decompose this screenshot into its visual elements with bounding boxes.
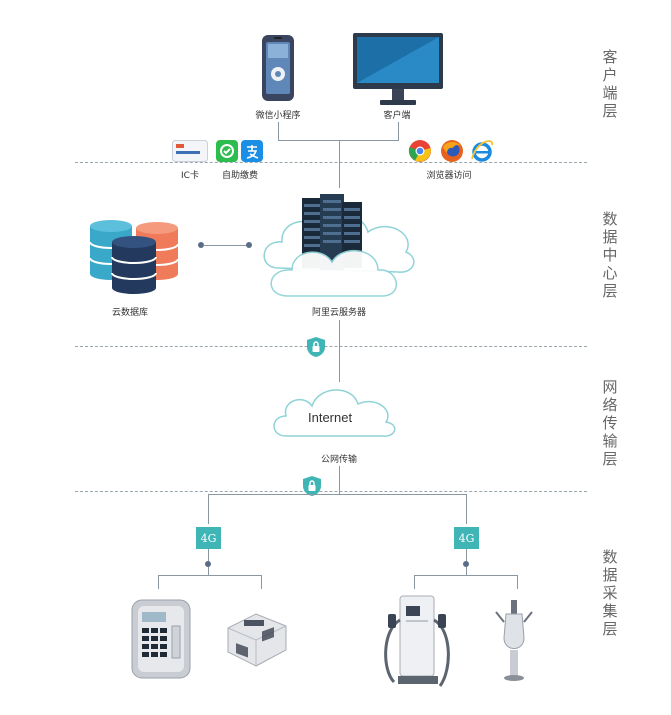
separator-network (75, 491, 587, 492)
connector-dot (246, 242, 252, 248)
connector-dot (463, 561, 469, 567)
internet-cloud-icon (273, 389, 396, 437)
connector (466, 494, 467, 524)
connector (339, 140, 340, 188)
charging-plug-icon (495, 600, 533, 681)
cloud-database-icon (89, 220, 179, 294)
layer-label-datacenter: 数据中心层 (600, 210, 620, 300)
layer-label-network-text: 网络传输层 (602, 378, 618, 468)
connector (414, 575, 415, 589)
security-shield-icon (303, 476, 321, 496)
client-label: 客户端 (383, 111, 411, 121)
cloud-db-label: 云数据库 (111, 308, 149, 318)
connector (517, 575, 518, 589)
connector (398, 122, 399, 140)
public-network-label: 公网传输 (320, 455, 358, 465)
mini-program-label: 微信小程序 (255, 111, 301, 121)
connector (158, 575, 262, 576)
connector (208, 494, 209, 524)
card-terminal-device-icon (131, 599, 191, 679)
connector (208, 494, 466, 495)
separator-client (75, 162, 587, 163)
connector (466, 567, 467, 575)
layer-label-client-text: 客户端层 (602, 48, 618, 120)
layer-label-network: 网络传输层 (600, 378, 620, 468)
connector (208, 549, 209, 563)
layer-label-collection: 数据采集层 (600, 548, 620, 638)
connector (203, 245, 249, 246)
security-shield-icon (307, 337, 325, 357)
chrome-icon (408, 140, 431, 162)
monitor-icon (353, 33, 443, 105)
layer-label-datacenter-text: 数据中心层 (602, 210, 618, 300)
alipay-icon (241, 140, 263, 162)
internet-label: Internet (308, 410, 353, 425)
ev-charger-icon (384, 595, 450, 687)
4g-badge-left: 4G (196, 527, 221, 549)
connector (208, 567, 209, 575)
self-pay-label: 自助缴费 (221, 171, 259, 181)
connector-dot (205, 561, 211, 567)
ic-card-icon (172, 140, 208, 162)
4g-badge-right: 4G (454, 527, 479, 549)
connector (278, 122, 279, 140)
connector (158, 575, 159, 589)
wechat-pay-icon (216, 140, 238, 162)
cloud-server-icon (263, 194, 415, 297)
connector (261, 575, 262, 589)
ie-icon (471, 140, 493, 162)
connector (466, 549, 467, 563)
firefox-icon (441, 140, 463, 162)
connector (414, 575, 518, 576)
connector (278, 140, 399, 141)
browser-label: 浏览器访问 (426, 171, 472, 181)
aliyun-server-label: 阿里云服务器 (311, 308, 367, 318)
ic-card-label: IC卡 (181, 171, 199, 181)
phone-icon (262, 35, 294, 101)
connector (339, 466, 340, 494)
socket-device-icon (227, 613, 287, 667)
connector-dot (198, 242, 204, 248)
separator-datacenter (75, 346, 587, 347)
layer-label-collection-text: 数据采集层 (602, 548, 618, 638)
layer-label-client: 客户端层 (600, 48, 620, 120)
connector (339, 320, 340, 382)
